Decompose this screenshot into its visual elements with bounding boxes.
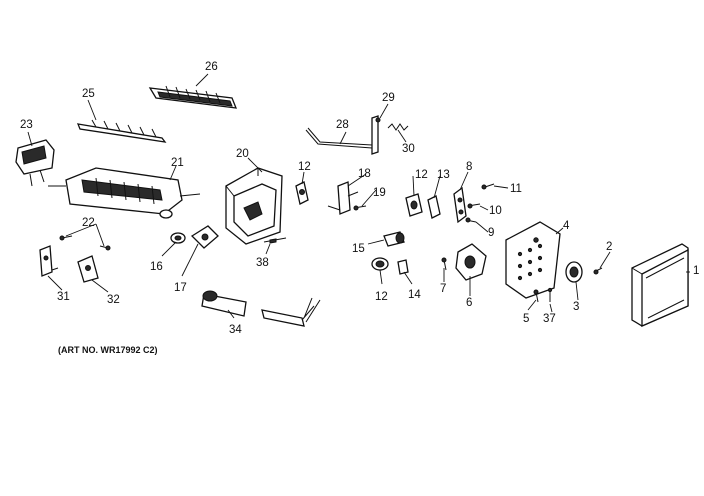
part-30-spring[interactable] (387, 123, 409, 131)
callout-16: 16 (150, 261, 163, 273)
callout-2: 2 (606, 241, 612, 253)
callout-31: 31 (57, 291, 70, 303)
callout-3: 3 (573, 301, 579, 313)
part-4-module-board[interactable] (505, 221, 561, 299)
part-34-fill-tube[interactable] (201, 290, 247, 317)
part-6-motor[interactable] (455, 243, 487, 281)
callout-23: 23 (20, 119, 33, 131)
callout-37: 37 (543, 313, 556, 325)
part-16-knob[interactable] (170, 232, 186, 244)
callout-12-left: 12 (298, 161, 311, 173)
callout-5: 5 (523, 313, 529, 325)
part-19-screw[interactable] (353, 205, 367, 211)
callout-12-lower: 12 (375, 291, 388, 303)
callout-4: 4 (563, 220, 570, 232)
callout-19: 19 (373, 187, 386, 199)
part-3-gear[interactable] (565, 261, 583, 283)
art-number-caption: (ART NO. WR17992 C2) (58, 345, 158, 355)
part-10-screw[interactable] (467, 203, 481, 209)
callout-12-right: 12 (415, 169, 428, 181)
callout-15: 15 (352, 243, 365, 255)
callout-17: 17 (174, 282, 187, 294)
callout-30: 30 (402, 143, 415, 155)
callout-25: 25 (82, 88, 95, 100)
part-14-clip[interactable] (397, 259, 409, 275)
callout-10: 10 (489, 205, 502, 217)
part-26-ejector[interactable] (148, 85, 238, 109)
part-38-shaft[interactable] (263, 237, 287, 244)
callout-22: 22 (82, 217, 95, 229)
part-31-bracket[interactable] (39, 245, 59, 277)
part-25-stripper[interactable] (76, 119, 167, 143)
part-18-bracket[interactable] (327, 181, 359, 215)
callout-21: 21 (171, 157, 184, 169)
part-23-housing[interactable] (15, 139, 55, 187)
callout-labels: 1 2 3 4 5 6 7 8 9 10 11 12 12 12 13 14 1… (20, 61, 699, 336)
leader-lines (27, 73, 690, 319)
callout-13: 13 (437, 169, 450, 181)
callout-34: 34 (229, 324, 242, 336)
callout-18: 18 (358, 168, 371, 180)
callout-32: 32 (107, 294, 120, 306)
part-wire-harness[interactable] (261, 297, 321, 327)
callout-28: 28 (336, 119, 349, 131)
part-1-cover[interactable] (631, 243, 689, 327)
part-5-screw[interactable] (533, 289, 539, 303)
part-37-pin[interactable] (547, 287, 553, 302)
part-13-switch[interactable] (427, 195, 441, 219)
callout-38: 38 (256, 257, 269, 269)
part-11-screw[interactable] (481, 183, 495, 190)
part-21-ice-mold[interactable] (48, 167, 201, 219)
part-22-screws[interactable] (59, 235, 111, 251)
callout-9: 9 (488, 227, 494, 239)
part-9-screw[interactable] (465, 217, 477, 223)
part-2-screw[interactable] (593, 267, 603, 275)
part-12-grommet-right[interactable] (405, 193, 423, 217)
part-28-shutoff-arm[interactable] (305, 127, 373, 149)
callout-6: 6 (466, 297, 472, 309)
callout-11: 11 (510, 183, 522, 195)
callout-29: 29 (382, 92, 395, 104)
callout-20: 20 (236, 148, 249, 160)
part-8-plate[interactable] (453, 186, 467, 224)
callout-7: 7 (440, 283, 446, 295)
callout-26: 26 (205, 61, 218, 73)
part-12-grommet-left[interactable] (295, 181, 309, 205)
part-29-bracket[interactable] (371, 115, 381, 155)
part-12-grommet-lower[interactable] (371, 257, 389, 271)
part-17-gear[interactable] (190, 225, 219, 249)
callout-8: 8 (466, 161, 472, 173)
part-20-control-housing[interactable] (225, 167, 283, 245)
callout-1: 1 (693, 265, 699, 277)
part-32-bracket[interactable] (77, 255, 99, 283)
part-15-thermostat[interactable] (383, 231, 405, 247)
callout-14: 14 (408, 289, 421, 301)
part-7-screw[interactable] (441, 257, 447, 271)
